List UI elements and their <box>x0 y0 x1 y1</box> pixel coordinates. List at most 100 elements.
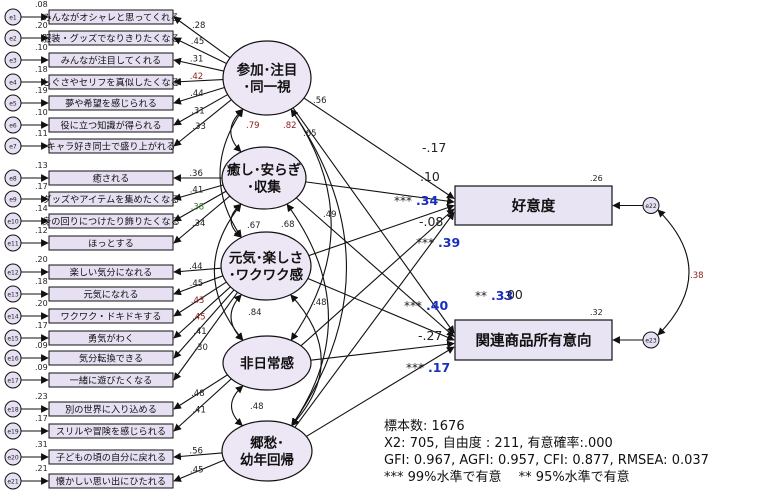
loading-arrow <box>173 452 223 461</box>
indicator-box <box>48 473 174 489</box>
loading-arrow <box>173 94 228 126</box>
indicator-label: みんながオシャレと思ってくれる <box>42 12 179 24</box>
factor-correlation-curve <box>290 108 332 341</box>
loading-arrow <box>173 286 231 339</box>
factor-correlation-curve <box>230 294 244 341</box>
latent-factor-label: ･収集 <box>247 179 281 196</box>
indicator-label: ほっとする <box>88 239 134 250</box>
loading-arrow <box>173 190 227 222</box>
factor-loading-label: .45 <box>190 279 204 289</box>
error-term-e23 <box>642 331 660 349</box>
path-coefficient-value: .10 <box>420 169 440 184</box>
loading-arrow <box>173 459 225 482</box>
loading-arrow <box>173 184 224 201</box>
factor-loading-label: .33 <box>192 122 206 132</box>
r-squared-label: .17 <box>35 321 48 330</box>
factor-loading-label: .31 <box>190 55 204 65</box>
factor-correlation-label: .79 <box>246 121 260 131</box>
indicator-box <box>48 401 174 417</box>
path-coefficient: .00 <box>503 287 523 302</box>
path-coefficient: -.08 <box>419 214 443 229</box>
factor-correlation-curve <box>286 203 329 427</box>
error-term-label: e4 <box>9 80 17 87</box>
loading-arrow <box>173 37 227 65</box>
error-term-e15 <box>4 329 22 347</box>
r-squared-label: .18 <box>35 65 48 74</box>
loading-arrow <box>173 281 227 317</box>
error-term-label: e2 <box>9 36 17 43</box>
factor-correlation-label: .56 <box>313 96 327 106</box>
indicator-box <box>48 235 174 251</box>
error-term-e5 <box>4 94 22 112</box>
r-squared-label: .09 <box>35 341 48 350</box>
significance-legend: *** 99%水準で有意 ** 95%水準で有意 <box>384 470 630 485</box>
factor-loading-label: .38 <box>191 202 205 212</box>
error-term-e18 <box>4 400 22 418</box>
error-term-label: e10 <box>7 219 19 226</box>
indicator-label: 服装・グッズでなりきりたくなる <box>42 33 180 45</box>
error-term-e2 <box>4 29 22 47</box>
error-term-e8 <box>4 169 22 187</box>
outcome-r-squared: .26 <box>590 174 603 183</box>
indicator-box <box>48 138 174 154</box>
structural-path-arrow <box>294 211 455 428</box>
r-squared-label: .17 <box>35 414 48 423</box>
indicator-label: しぐさやセリフを真似したくなる <box>42 77 180 89</box>
path-coefficient-value: -.08 <box>419 214 443 229</box>
fit-statistics: 標本数: 1676 X2: 705, 自由度 : 211, 有意確率:.000 … <box>384 418 709 486</box>
path-coefficient-value: .17 <box>428 360 450 375</box>
r-squared-label: .20 <box>35 21 48 30</box>
indicator-label: 気分転換できる <box>79 353 143 365</box>
loading-arrow <box>173 267 222 276</box>
indicator-label: 楽しい気分になれる <box>70 267 153 279</box>
error-term-e9 <box>4 190 22 208</box>
loading-arrow <box>173 77 224 86</box>
loading-arrow <box>173 374 228 410</box>
error-term-label: e17 <box>7 378 19 385</box>
r-squared-label: .20 <box>35 255 48 264</box>
error-term-label: e21 <box>7 479 19 486</box>
error-term-e21 <box>4 472 22 490</box>
error-term-e17 <box>4 371 22 389</box>
outcome-label: 関連商品所有意向 <box>476 332 592 350</box>
error-term-e4 <box>4 73 22 91</box>
factor-loading-label: .56 <box>189 447 203 457</box>
latent-factor-label: 幼年回帰 <box>240 452 294 469</box>
factor-loading-label: .43 <box>191 296 205 306</box>
indicator-label: みんなが注目してくれる <box>61 55 162 67</box>
indicator-label: 身の回りにつけたり飾りたくなる <box>42 216 180 228</box>
r-squared-label: .21 <box>35 464 48 473</box>
factor-loading-label: .45 <box>190 465 204 475</box>
r-squared-label: .08 <box>35 0 48 9</box>
latent-factor-label: 郷愁･ <box>250 435 284 452</box>
factor-loading-label: .45 <box>191 37 205 47</box>
error-term-label: e9 <box>9 197 17 204</box>
error-term-label: e18 <box>7 407 19 414</box>
structural-path-arrow <box>305 181 455 205</box>
error-term-label: e14 <box>7 314 19 321</box>
latent-factor-f5 <box>221 420 313 482</box>
latent-factor-f3 <box>220 231 312 301</box>
error-term-label: e6 <box>9 123 17 130</box>
indicator-box <box>48 308 174 324</box>
error-term-e12 <box>4 263 22 281</box>
r-squared-label: .20 <box>35 299 48 308</box>
latent-factor-label: 非日常感 <box>240 355 294 372</box>
latent-factor-f2 <box>221 146 307 210</box>
loading-arrow <box>173 16 231 59</box>
indicator-box <box>48 95 174 111</box>
path-coefficient-value: .39 <box>438 235 460 250</box>
structural-path-arrow <box>303 97 455 199</box>
latent-factor-label: ･同一視 <box>243 79 291 96</box>
latent-factor-f1 <box>222 40 312 116</box>
indicator-label: 元気になれる <box>83 289 138 301</box>
factor-correlation-curve <box>290 294 322 427</box>
r-squared-label: .09 <box>35 363 48 372</box>
path-coefficient-value: .33 <box>491 288 513 303</box>
error-term-label: e11 <box>7 241 19 248</box>
r-squared-label: .11 <box>35 129 48 138</box>
factor-correlation-label: .65 <box>303 129 317 139</box>
loading-arrow <box>173 57 224 72</box>
path-coefficient-value: -.17 <box>422 140 446 155</box>
